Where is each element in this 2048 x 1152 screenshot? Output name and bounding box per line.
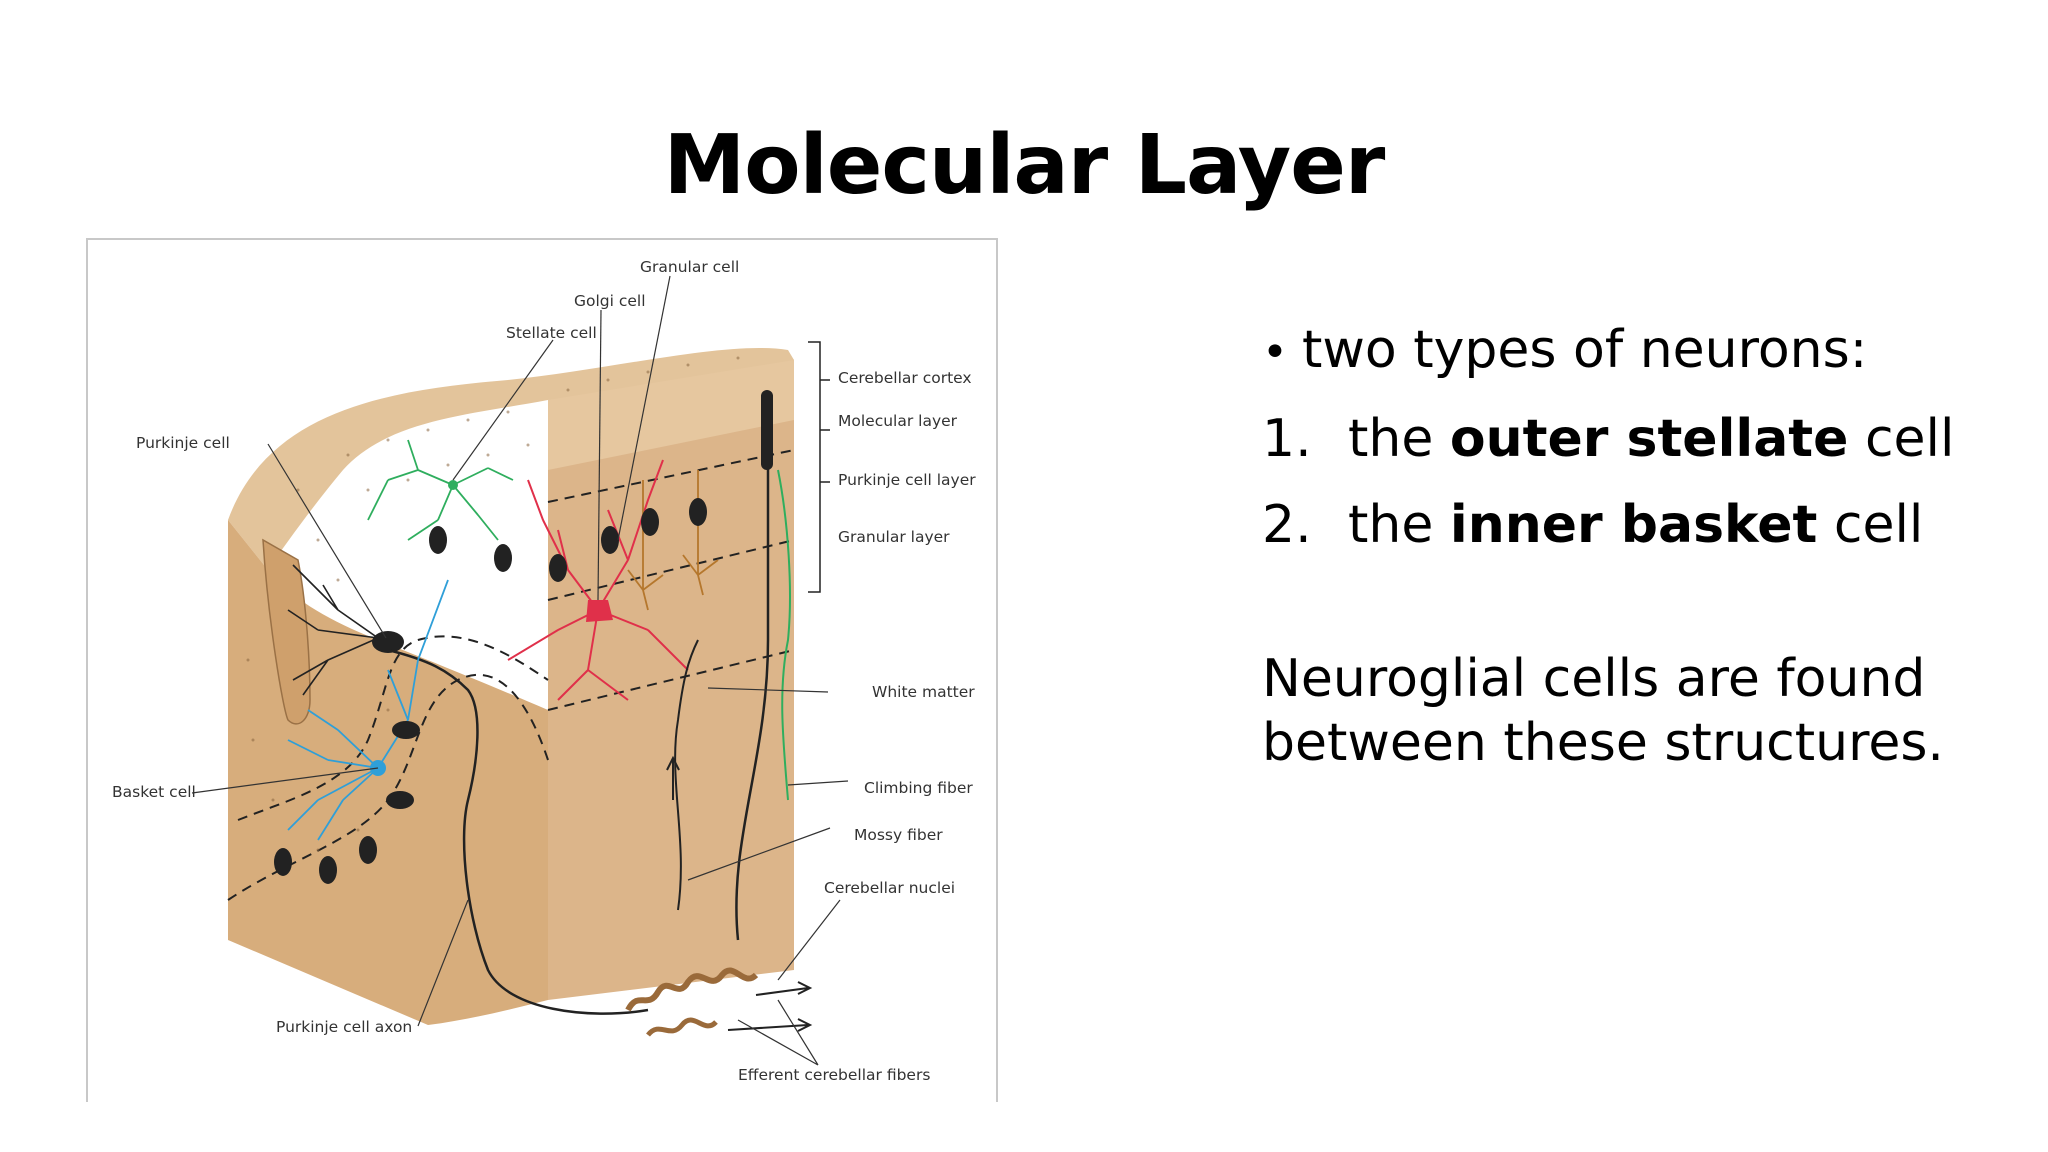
efferent-axon [735, 420, 770, 941]
list-text-post: cell [1848, 409, 1955, 469]
cerebellar-nuclei-2 [646, 1017, 718, 1037]
purkinje-axon [387, 648, 649, 1015]
bullet-dot-icon: • [1262, 327, 1288, 378]
label-molecular-layer: Molecular layer [838, 412, 958, 430]
layer-boundary-2 [547, 539, 795, 601]
label-white-matter: White matter [872, 683, 975, 701]
label-cerebellar-cortex: Cerebellar cortex [838, 369, 972, 387]
golgi-soma [586, 600, 613, 622]
stellate-cell [367, 439, 514, 541]
axon-bulb [761, 390, 773, 470]
white-matter-boundary [227, 673, 549, 901]
cerebellum-illustration: Granular cell Golgi cell Stellate cell P… [112, 258, 976, 1084]
bullet-text: two types of neurons: [1302, 320, 1868, 380]
stipple [246, 356, 740, 852]
label-climbing-fiber: Climbing fiber [864, 779, 973, 797]
label-granular-cell: Granular cell [640, 258, 739, 276]
list-item: 2. the inner basket cell [1262, 493, 2002, 557]
label-purkinje-cell: Purkinje cell [136, 434, 230, 452]
golgi-cell [507, 459, 689, 701]
basket-cell [287, 579, 449, 841]
list-text: the outer stellate cell [1348, 407, 1954, 471]
molecular-layer-band [548, 350, 794, 470]
cerebellum-diagram: Granular cell Golgi cell Stellate cell P… [86, 238, 998, 1102]
label-purkinje-cell-axon: Purkinje cell axon [276, 1018, 412, 1036]
climbing-fiber [777, 469, 791, 801]
label-purkinje-cell-layer: Purkinje cell layer [838, 471, 976, 489]
content-column: • two types of neurons: 1. the outer ste… [1262, 318, 2002, 775]
cerebellar-nuclei [625, 967, 759, 1012]
mossy-fiber [674, 639, 699, 911]
bracket-ticks [820, 379, 830, 483]
granule-cells [627, 470, 719, 611]
label-golgi-cell: Golgi cell [574, 292, 646, 310]
label-mossy-fiber: Mossy fiber [854, 826, 943, 844]
purkinje-cell [287, 564, 379, 696]
bullet-item: • two types of neurons: [1262, 318, 2002, 385]
slide-title: Molecular Layer [663, 118, 1386, 213]
label-cerebellar-nuclei: Cerebellar nuclei [824, 879, 955, 897]
cortex-bracket [808, 341, 821, 593]
list-text-pre: the [1348, 495, 1450, 555]
label-granular-layer: Granular layer [838, 528, 950, 546]
list-number: 2. [1262, 495, 1312, 555]
list-text-pre: the [1348, 409, 1450, 469]
mossy-arrow [666, 755, 680, 800]
list-text-bold: inner basket [1449, 495, 1818, 555]
sulcus [262, 538, 311, 725]
list-text-bold: outer stellate [1449, 409, 1849, 469]
list-text: the inner basket cell [1348, 493, 1923, 557]
purkinje-soma [372, 631, 404, 653]
list-number: 1. [1262, 409, 1312, 469]
tissue-top [228, 347, 794, 570]
list-text-post: cell [1817, 495, 1924, 555]
label-stellate-cell: Stellate cell [506, 324, 597, 342]
leader-lines [191, 275, 849, 1066]
list-item: 1. the outer stellate cell [1262, 407, 2002, 471]
label-efferent-fibers: Efferent cerebellar fibers [738, 1066, 930, 1084]
label-basket-cell: Basket cell [112, 783, 196, 801]
layer-boundary-3 [547, 649, 795, 711]
neuroglia-note: Neuroglial cells are found between these… [1262, 649, 1944, 773]
efferent-arrows [727, 981, 813, 1032]
purkinje-row [274, 498, 707, 884]
layer-boundary-1 [547, 449, 795, 503]
